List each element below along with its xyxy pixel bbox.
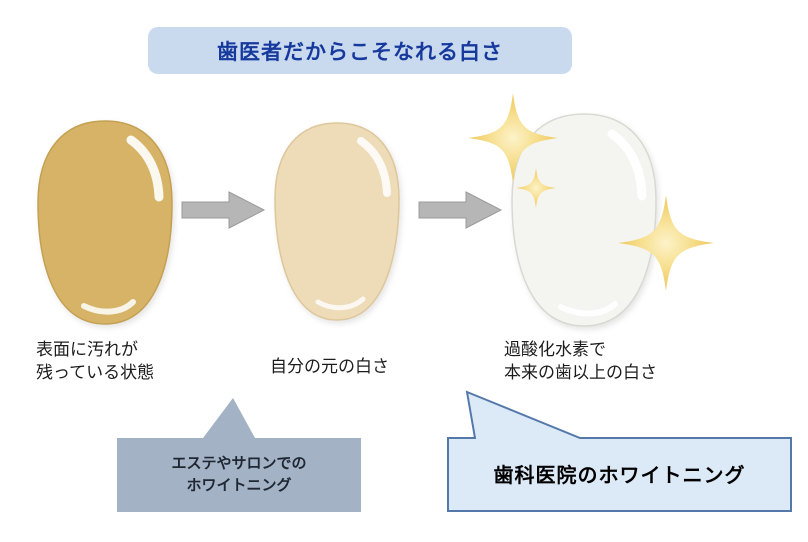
tooth-gloss-lower — [315, 296, 366, 311]
callout-line: エステやサロンでの — [171, 455, 307, 472]
stage-label-line: 残っている状態 — [36, 363, 155, 382]
arrow-right-icon — [181, 191, 266, 229]
callout-line: ホワイトニング — [186, 477, 292, 494]
stained-tooth-illustration — [37, 120, 173, 325]
stage-label-line: 表面に汚れが — [36, 340, 138, 359]
tooth-shape — [511, 113, 657, 327]
stage-label-stained: 表面に汚れが 残っている状態 — [36, 338, 154, 384]
callout-line: 歯科医院のホワイトニング — [493, 465, 746, 487]
tooth-shape — [37, 120, 173, 325]
natural-tooth-illustration — [274, 122, 400, 321]
salon-callout-bubble — [117, 398, 361, 512]
dental-callout-text: 歯科医院のホワイトニング — [448, 438, 791, 509]
callout-shape — [117, 398, 361, 512]
stage-label-whitened: 過酸化水素で 本来の歯以上の白さ — [504, 338, 657, 384]
page-title: 歯医者だからこそなれる白さ — [217, 40, 503, 64]
arrow-shape — [418, 191, 503, 229]
whitened-tooth-illustration — [511, 113, 657, 327]
stage-label-line: 本来の歯以上の白さ — [504, 363, 657, 382]
stage-label-line: 過酸化水素で — [504, 340, 606, 359]
tooth-shape — [274, 122, 400, 321]
tooth-gloss-lower — [558, 301, 618, 317]
stage-label-natural: 自分の元の白さ — [270, 355, 389, 378]
dental-callout-bubble — [447, 390, 792, 512]
salon-callout-text: エステやサロンでの ホワイトニング — [117, 438, 361, 512]
title-banner: 歯医者だからこそなれる白さ — [148, 27, 572, 74]
tooth-gloss-highlight — [607, 129, 647, 201]
arrow-shape — [181, 191, 266, 229]
tooth-gloss-highlight — [357, 137, 391, 197]
stage-label-line: 自分の元の白さ — [270, 357, 389, 376]
callout-shape — [447, 390, 792, 512]
tooth-gloss-lower — [81, 299, 136, 315]
tooth-gloss-highlight — [126, 135, 164, 202]
arrow-right-icon — [418, 191, 503, 229]
